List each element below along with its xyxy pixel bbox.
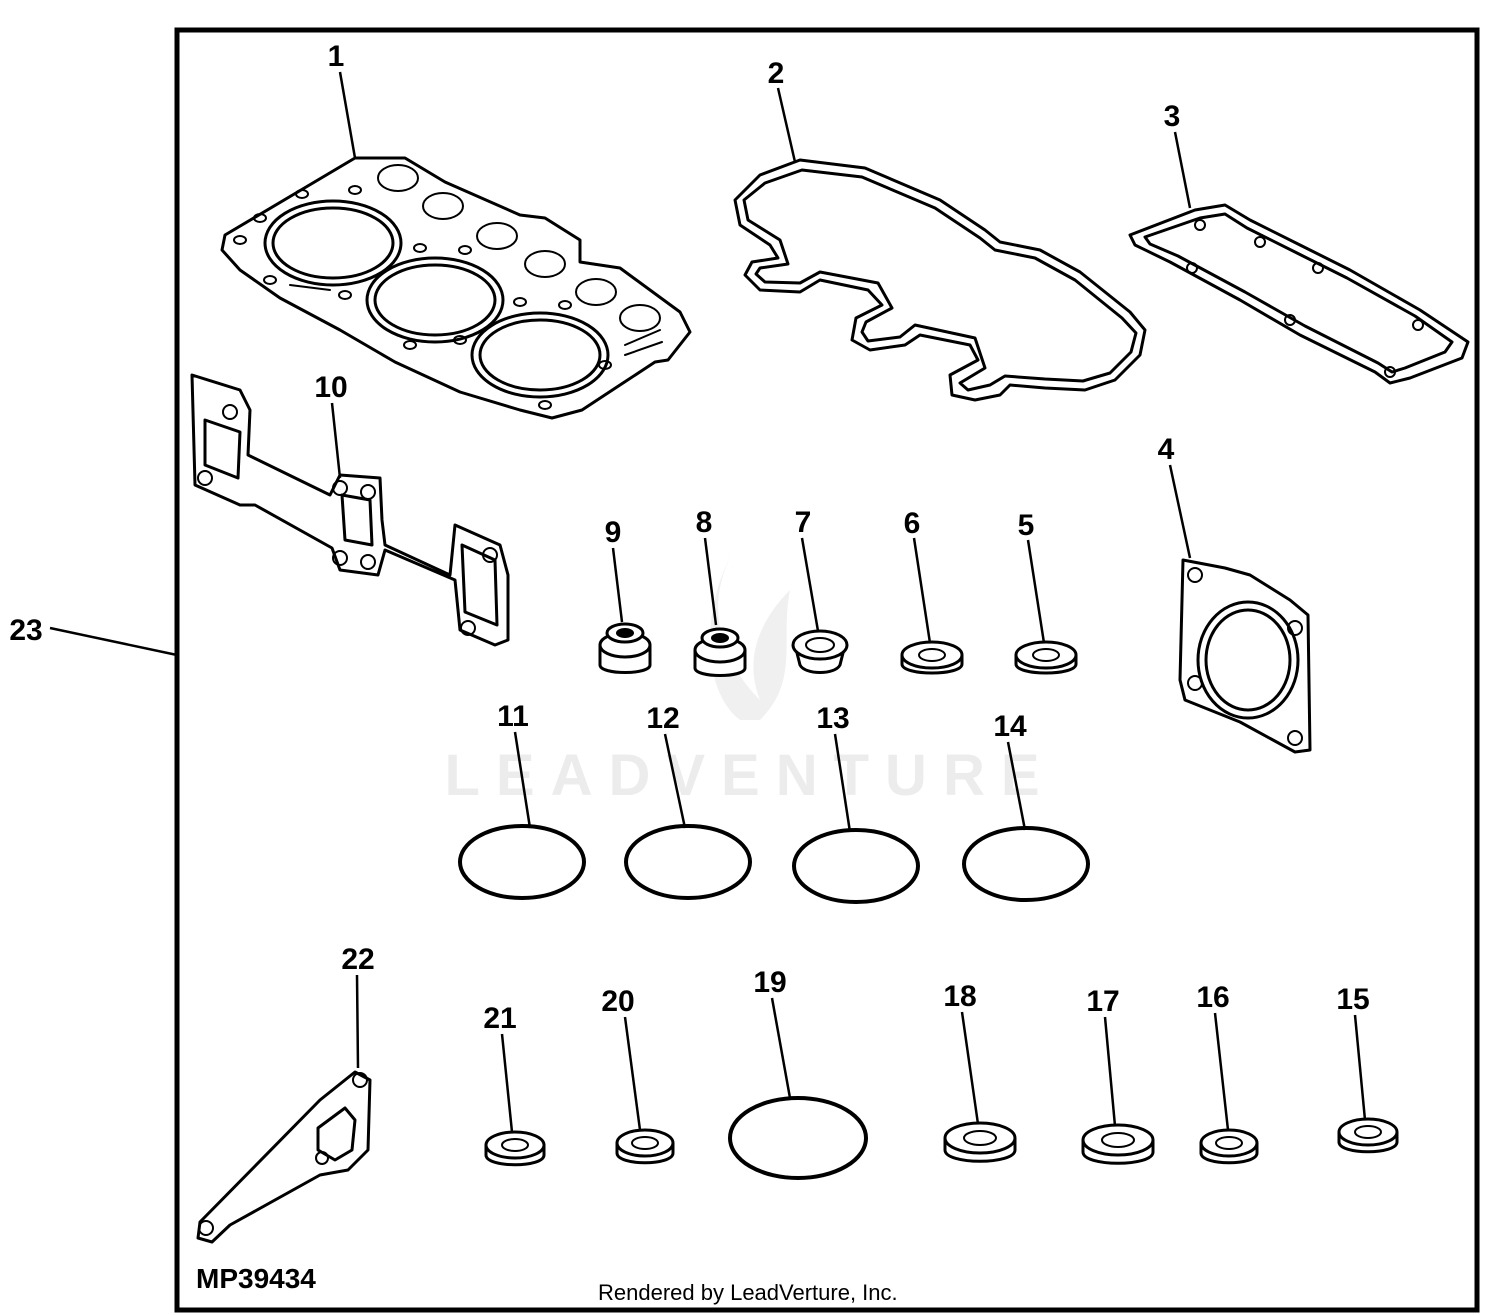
callout-3: 3 bbox=[1164, 100, 1181, 133]
part-15-washer[interactable] bbox=[1337, 1117, 1399, 1154]
callout-21: 21 bbox=[483, 1002, 516, 1035]
callout-14: 14 bbox=[993, 710, 1027, 743]
part-14-o-ring[interactable] bbox=[962, 826, 1090, 902]
part-8-valve-seal[interactable] bbox=[693, 627, 747, 677]
part-2-rocker-cover-gasket[interactable] bbox=[733, 158, 1147, 402]
callout-5: 5 bbox=[1018, 509, 1035, 542]
callout-17: 17 bbox=[1086, 985, 1119, 1018]
callout-22: 22 bbox=[341, 943, 374, 976]
drawing-number: MP39434 bbox=[196, 1263, 316, 1294]
callout-2: 2 bbox=[768, 57, 785, 90]
callout-23: 23 bbox=[9, 614, 42, 647]
part-16-washer[interactable] bbox=[1199, 1128, 1259, 1165]
part-13-o-ring[interactable] bbox=[792, 828, 920, 904]
callout-19: 19 bbox=[753, 966, 786, 999]
callout-15: 15 bbox=[1336, 983, 1369, 1016]
part-3-gasket[interactable] bbox=[1128, 203, 1470, 385]
part-21-washer[interactable] bbox=[484, 1130, 546, 1167]
part-19-o-ring[interactable] bbox=[728, 1096, 868, 1180]
part-7-grommet[interactable] bbox=[791, 629, 849, 674]
callout-10: 10 bbox=[314, 371, 347, 404]
part-11-o-ring[interactable] bbox=[458, 824, 586, 900]
part-20-washer[interactable] bbox=[615, 1128, 675, 1165]
rendered-by-credit: Rendered by LeadVerture, Inc. bbox=[598, 1280, 898, 1305]
part-10-manifold-gasket[interactable] bbox=[190, 373, 510, 647]
part-4-flange-gasket[interactable] bbox=[1178, 558, 1312, 754]
watermark: LEADVENTURE bbox=[444, 540, 1055, 808]
callout-18: 18 bbox=[943, 980, 976, 1013]
diagram-frame bbox=[174, 27, 1480, 1313]
part-22-gasket[interactable] bbox=[196, 1070, 372, 1244]
callout-11: 11 bbox=[497, 700, 529, 733]
part-1-head-gasket[interactable] bbox=[220, 156, 692, 420]
callout-16: 16 bbox=[1196, 981, 1229, 1014]
part-12-o-ring[interactable] bbox=[624, 824, 752, 900]
part-17-washer[interactable] bbox=[1081, 1123, 1155, 1165]
callout-20: 20 bbox=[601, 985, 634, 1018]
watermark-text: LEADVENTURE bbox=[444, 743, 1055, 808]
part-5-washer[interactable] bbox=[1014, 640, 1078, 675]
part-9-valve-seal[interactable] bbox=[598, 622, 652, 674]
callout-4: 4 bbox=[1158, 433, 1175, 466]
leader-lines bbox=[49, 71, 1367, 1133]
callout-9: 9 bbox=[605, 516, 622, 549]
part-6-washer[interactable] bbox=[900, 640, 964, 675]
callout-12: 12 bbox=[646, 702, 679, 735]
callout-1: 1 bbox=[328, 40, 345, 73]
callout-6: 6 bbox=[904, 507, 921, 540]
part-18-washer[interactable] bbox=[943, 1121, 1017, 1163]
callout-8: 8 bbox=[696, 506, 713, 539]
callout-7: 7 bbox=[795, 506, 812, 539]
callout-labels: 1 2 3 4 5 6 7 8 9 10 11 12 13 14 15 16 1… bbox=[9, 40, 1369, 1035]
callout-13: 13 bbox=[816, 702, 849, 735]
